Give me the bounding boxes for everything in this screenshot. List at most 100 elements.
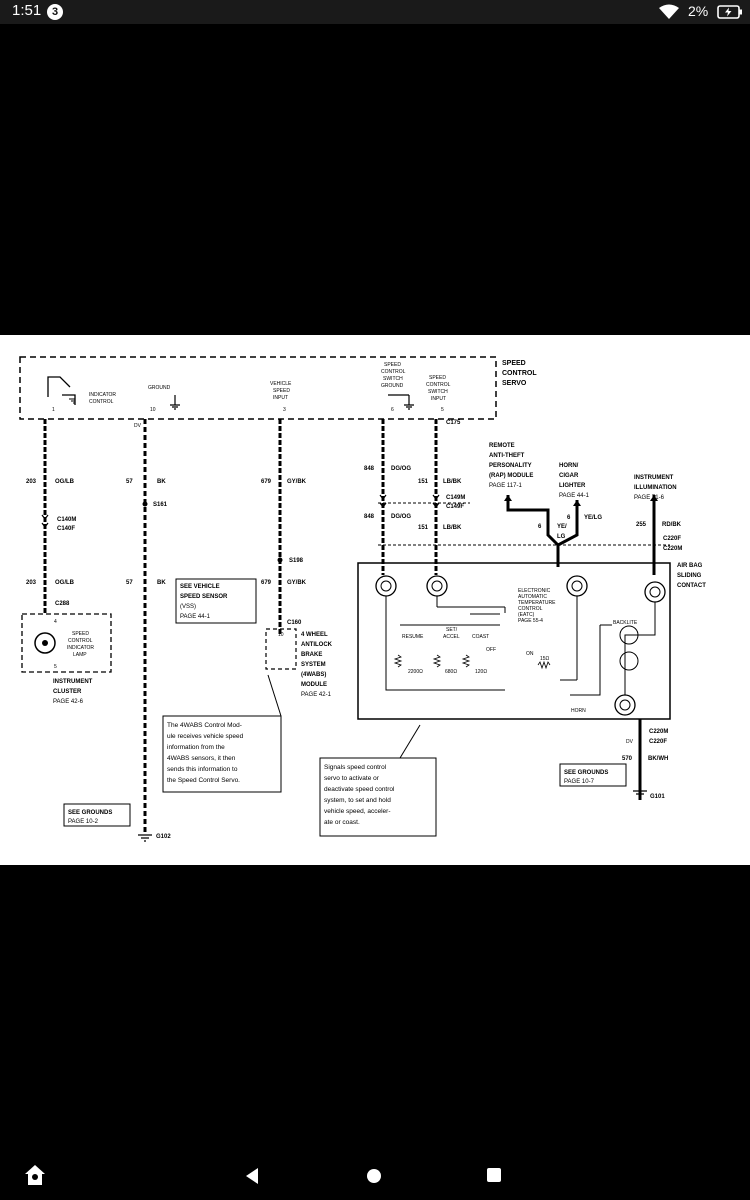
svg-text:GROUND: GROUND xyxy=(148,385,171,391)
svg-text:INSTRUMENT: INSTRUMENT xyxy=(53,679,93,685)
svg-text:PAGE 10-7: PAGE 10-7 xyxy=(564,779,595,785)
svg-text:SWITCH: SWITCH xyxy=(383,376,403,382)
svg-text:CONTROL: CONTROL xyxy=(89,399,114,405)
svg-text:CONTACT: CONTACT xyxy=(677,583,706,589)
svg-text:RESUME: RESUME xyxy=(402,634,424,640)
svg-text:BK: BK xyxy=(157,479,166,485)
svg-text:DV: DV xyxy=(134,423,142,429)
svg-text:PERSONALITY: PERSONALITY xyxy=(489,463,532,469)
svg-text:The 4WABS Control Mod-: The 4WABS Control Mod- xyxy=(167,722,242,729)
navigation-bar xyxy=(0,1155,750,1200)
status-time: 1:51 xyxy=(12,2,42,19)
svg-text:C140F: C140F xyxy=(57,526,75,532)
svg-text:LAMP: LAMP xyxy=(73,652,87,658)
svg-text:5: 5 xyxy=(441,407,444,413)
svg-text:GY/BK: GY/BK xyxy=(287,479,307,485)
svg-text:ILLUMINATION: ILLUMINATION xyxy=(634,485,677,491)
svg-text:ON: ON xyxy=(526,651,534,657)
svg-text:ACCEL: ACCEL xyxy=(443,634,460,640)
svg-text:6: 6 xyxy=(567,515,571,521)
svg-text:DG/OG: DG/OG xyxy=(391,466,411,472)
wifi-icon xyxy=(659,4,679,19)
svg-text:CONTROL: CONTROL xyxy=(426,382,451,388)
wiring-diagram-image[interactable]: SPEED CONTROL SERVO INDICATOR CONTROL GR… xyxy=(0,335,750,865)
svg-text:4WABS sensors, it then: 4WABS sensors, it then xyxy=(167,755,236,762)
svg-text:(4WABS): (4WABS) xyxy=(301,672,326,678)
svg-text:SPEED SENSOR: SPEED SENSOR xyxy=(180,594,228,600)
recent-apps-icon[interactable] xyxy=(486,1167,502,1183)
svg-text:C288: C288 xyxy=(55,601,70,607)
status-bar: 1:51 3 2% xyxy=(0,0,750,24)
svg-text:S161: S161 xyxy=(153,502,168,508)
svg-text:57: 57 xyxy=(126,479,133,485)
svg-text:LB/BK: LB/BK xyxy=(443,479,462,485)
home-icon[interactable] xyxy=(365,1167,383,1185)
svg-text:SYSTEM: SYSTEM xyxy=(301,662,326,668)
svg-text:(VSS): (VSS) xyxy=(180,604,196,610)
svg-text:PAGE 55-4: PAGE 55-4 xyxy=(518,618,543,624)
svg-text:679: 679 xyxy=(261,479,272,485)
svg-text:PAGE 44-1: PAGE 44-1 xyxy=(180,614,211,620)
svg-text:57: 57 xyxy=(126,580,133,586)
svg-text:PAGE 10-2: PAGE 10-2 xyxy=(68,819,99,825)
svg-text:GY/BK: GY/BK xyxy=(287,580,307,586)
svg-text:sends this information to: sends this information to xyxy=(167,766,238,773)
svg-text:151: 151 xyxy=(418,525,429,531)
svg-text:1: 1 xyxy=(52,407,55,413)
svg-text:BACKLITE: BACKLITE xyxy=(613,620,638,626)
svg-text:PAGE 71-6: PAGE 71-6 xyxy=(634,495,665,501)
svg-text:VEHICLE: VEHICLE xyxy=(270,381,292,387)
svg-text:680Ω: 680Ω xyxy=(445,669,457,675)
svg-text:DV: DV xyxy=(626,739,634,745)
svg-text:AUTOMATIC: AUTOMATIC xyxy=(518,594,547,600)
svg-text:INDICATOR: INDICATOR xyxy=(67,645,94,651)
svg-text:the Speed Control Servo.: the Speed Control Servo. xyxy=(167,777,240,784)
svg-text:OG/LB: OG/LB xyxy=(55,580,75,586)
svg-text:6: 6 xyxy=(538,524,542,530)
svg-text:C220F: C220F xyxy=(663,536,681,542)
svg-text:10: 10 xyxy=(278,632,284,638)
svg-text:C175: C175 xyxy=(446,420,461,426)
svg-text:SET/: SET/ xyxy=(446,627,458,633)
svg-text:4: 4 xyxy=(54,619,57,625)
notification-count-badge: 3 xyxy=(47,4,63,20)
svg-text:(RAP) MODULE: (RAP) MODULE xyxy=(489,473,533,479)
svg-text:SEE VEHICLE: SEE VEHICLE xyxy=(180,584,220,590)
svg-text:system, to set and hold: system, to set and hold xyxy=(324,797,391,804)
svg-text:C149F: C149F xyxy=(446,504,464,510)
svg-text:HORN: HORN xyxy=(571,708,586,714)
svg-text:C220F: C220F xyxy=(649,739,667,745)
svg-text:BRAKE: BRAKE xyxy=(301,652,322,658)
svg-text:SEE GROUNDS: SEE GROUNDS xyxy=(68,810,112,816)
svg-text:CONTROL: CONTROL xyxy=(381,369,406,375)
svg-text:848: 848 xyxy=(364,466,375,472)
svg-text:S198: S198 xyxy=(289,558,304,564)
svg-text:5: 5 xyxy=(54,664,57,670)
svg-text:LIGHTER: LIGHTER xyxy=(559,483,586,489)
svg-text:ANTI-THEFT: ANTI-THEFT xyxy=(489,453,525,459)
svg-text:COAST: COAST xyxy=(472,634,489,640)
svg-text:PAGE 42-6: PAGE 42-6 xyxy=(53,699,84,705)
svg-text:BK/WH: BK/WH xyxy=(648,756,668,762)
svg-text:LB/BK: LB/BK xyxy=(443,525,462,531)
svg-text:YE/: YE/ xyxy=(557,524,567,530)
svg-text:PAGE 42-1: PAGE 42-1 xyxy=(301,692,332,698)
svg-text:PAGE 117-1: PAGE 117-1 xyxy=(489,483,522,489)
home-accessibility-icon[interactable] xyxy=(23,1163,47,1187)
svg-text:TEMPERATURE: TEMPERATURE xyxy=(518,600,556,606)
svg-text:INPUT: INPUT xyxy=(273,395,288,401)
svg-text:G101: G101 xyxy=(650,794,665,800)
svg-text:570: 570 xyxy=(622,756,633,762)
svg-text:C220M: C220M xyxy=(663,546,682,552)
svg-text:YE/LG: YE/LG xyxy=(584,515,602,521)
svg-text:CONTROL: CONTROL xyxy=(518,606,543,612)
svg-text:6: 6 xyxy=(391,407,394,413)
svg-text:CONTROL: CONTROL xyxy=(68,638,93,644)
svg-text:vehicle speed, acceler-: vehicle speed, acceler- xyxy=(324,808,390,815)
svg-text:2200Ω: 2200Ω xyxy=(408,669,423,675)
svg-text:151: 151 xyxy=(418,479,429,485)
svg-text:C160: C160 xyxy=(287,620,302,626)
servo-label: SPEED xyxy=(502,360,526,367)
back-icon[interactable] xyxy=(244,1167,260,1185)
svg-text:SERVO: SERVO xyxy=(502,380,527,387)
